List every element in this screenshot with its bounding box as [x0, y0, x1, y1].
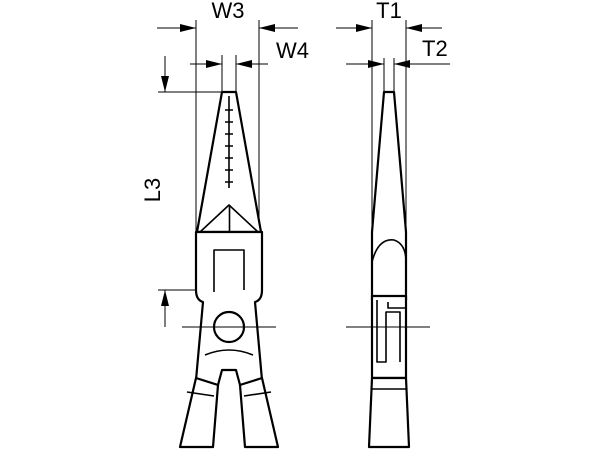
t1-arrow-right [406, 24, 422, 32]
joint-lower-curve [204, 349, 254, 356]
joint-body [194, 230, 264, 387]
front-view: W3 W4 L3 [140, 0, 309, 449]
w3-label: W3 [212, 0, 245, 23]
w3-arrow-left [180, 24, 196, 32]
t2-arrow-left [368, 60, 384, 68]
w4-arrow-right [236, 60, 252, 68]
t2-arrow-right [394, 60, 410, 68]
w4-label: W4 [276, 38, 309, 63]
l3-label: L3 [140, 178, 165, 202]
side-view: T1 T2 [336, 0, 450, 449]
t1-label: T1 [376, 0, 402, 23]
l3-arrow-bottom [161, 290, 169, 306]
side-handle [367, 376, 411, 449]
jaw-serration [225, 96, 233, 188]
right-grip-edge [243, 391, 272, 397]
side-jaw [370, 90, 408, 302]
t1-arrow-left [356, 24, 372, 32]
w3-arrow-right [259, 24, 275, 32]
side-joint-detail [376, 300, 406, 363]
right-handle [238, 376, 280, 449]
left-handle [178, 376, 220, 449]
joint-plate-outline [213, 249, 245, 292]
side-jaw-bevel [371, 239, 407, 263]
left-grip-edge [186, 391, 215, 397]
w4-arrow-left [206, 60, 222, 68]
t2-label: T2 [422, 36, 448, 61]
l3-arrow-top [161, 76, 169, 92]
